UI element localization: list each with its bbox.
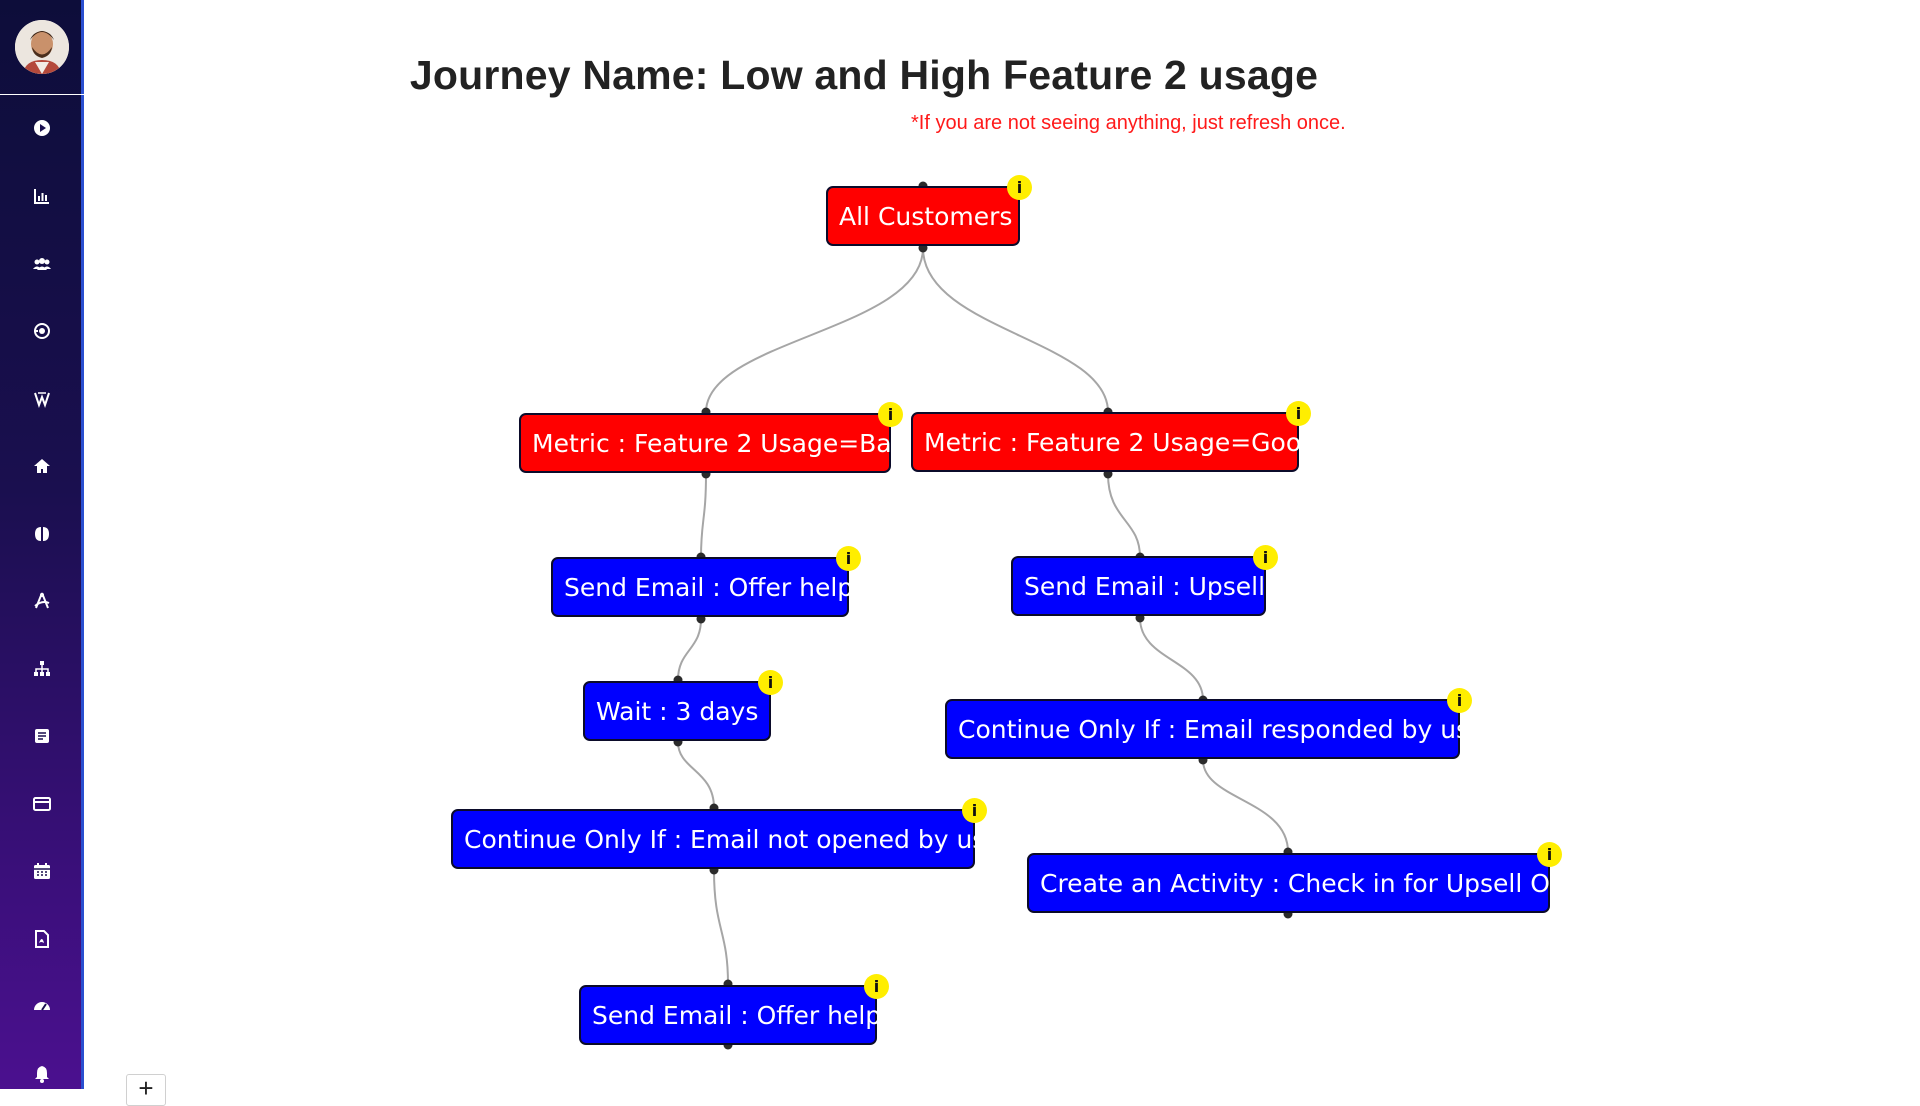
refresh-notice: *If you are not seeing anything, just re… xyxy=(911,112,1346,134)
node-create-activity-upsell[interactable]: Create an Activity : Check in for Upsell… xyxy=(1027,842,1590,913)
sidebar-item-play[interactable] xyxy=(0,108,84,148)
bell-icon xyxy=(35,1066,49,1083)
node-label: Send Email : Upsell xyxy=(1024,571,1266,601)
node-metric-usage-bad[interactable]: Metric : Feature 2 Usage=Bad i xyxy=(519,402,908,473)
sidebar xyxy=(0,0,84,1089)
sitemap-icon xyxy=(34,661,50,676)
sidebar-item-analytics[interactable] xyxy=(0,176,84,216)
info-icon[interactable]: i xyxy=(1253,545,1278,570)
sidebar-item-pdf[interactable] xyxy=(0,919,84,959)
edge-email-to-wait xyxy=(677,618,702,681)
sidebar-item-monitor[interactable] xyxy=(0,311,84,351)
eye-target-icon xyxy=(34,323,50,339)
info-icon[interactable]: i xyxy=(758,670,783,695)
info-icon[interactable]: i xyxy=(1286,401,1311,426)
sidebar-item-w[interactable] xyxy=(0,379,84,419)
sidebar-item-notifications[interactable] xyxy=(0,1054,84,1094)
browser-window-icon xyxy=(33,797,51,811)
node-continue-if-email-responded[interactable]: Continue Only If : Email responded by us… xyxy=(945,688,1495,759)
node-label: Wait : 3 days xyxy=(596,696,759,726)
sidebar-item-dashboard[interactable] xyxy=(0,986,84,1026)
node-metric-usage-good[interactable]: Metric : Feature 2 Usage=Good i xyxy=(911,401,1317,472)
sidebar-item-playbooks[interactable] xyxy=(0,581,84,621)
zoom-in-button[interactable]: + xyxy=(126,1074,166,1106)
info-icon[interactable]: i xyxy=(962,798,987,823)
sidebar-item-reports[interactable] xyxy=(0,716,84,756)
node-send-email-offer-help[interactable]: Send Email : Offer help i xyxy=(551,546,861,617)
node-label: Metric : Feature 2 Usage=Good xyxy=(924,427,1317,457)
node-wait-3-days[interactable]: Wait : 3 days i xyxy=(583,670,783,741)
gauge-icon xyxy=(34,1002,50,1011)
node-send-email-upsell[interactable]: Send Email : Upsell i xyxy=(1011,545,1278,616)
edge-all-to-good xyxy=(922,247,1109,413)
sidebar-item-insights[interactable] xyxy=(0,514,84,554)
sidebar-item-calendar[interactable] xyxy=(0,851,84,891)
info-icon[interactable]: i xyxy=(864,974,889,999)
edge-upsell-to-continue xyxy=(1139,617,1204,701)
node-continue-if-email-not-opened[interactable]: Continue Only If : Email not opened by u… xyxy=(451,798,1011,869)
page-title: Journey Name: Low and High Feature 2 usa… xyxy=(409,52,1319,98)
user-avatar-icon xyxy=(15,20,69,74)
calendar-icon xyxy=(34,863,50,879)
node-label: Metric : Feature 2 Usage=Bad xyxy=(532,428,908,458)
node-label: Continue Only If : Email responded by us… xyxy=(958,714,1495,744)
sidebar-item-customers[interactable] xyxy=(0,244,84,284)
node-all-customers[interactable]: All Customers i xyxy=(826,175,1032,246)
info-icon[interactable]: i xyxy=(1447,688,1472,713)
document-list-icon xyxy=(35,729,49,743)
users-group-icon xyxy=(33,258,51,270)
info-icon[interactable]: i xyxy=(1007,175,1032,200)
sidebar-item-home[interactable] xyxy=(0,446,84,486)
info-icon[interactable]: i xyxy=(1537,842,1562,867)
sidebar-item-window[interactable] xyxy=(0,784,84,824)
pdf-file-icon xyxy=(35,930,49,948)
node-label: Send Email : Offer help xyxy=(592,1000,882,1030)
node-label: Continue Only If : Email not opened by u… xyxy=(464,824,1011,854)
w-logo-icon xyxy=(34,392,50,408)
node-send-email-offer-help-followup[interactable]: Send Email : Offer help i xyxy=(579,974,889,1045)
info-icon[interactable]: i xyxy=(878,402,903,427)
edge-all-to-bad xyxy=(705,247,924,413)
info-icon[interactable]: i xyxy=(836,546,861,571)
edge-good-to-upsell xyxy=(1107,473,1141,558)
edge-continue-to-email xyxy=(713,869,729,985)
node-label: Send Email : Offer help xyxy=(564,572,854,602)
play-circle-icon xyxy=(34,120,50,136)
avatar-container xyxy=(0,0,84,95)
edge-bad-to-email xyxy=(700,473,707,558)
home-icon xyxy=(34,459,50,473)
brain-icon xyxy=(35,527,49,541)
edge-wait-to-continue xyxy=(677,741,715,809)
bar-chart-icon xyxy=(34,189,49,204)
node-label: All Customers xyxy=(839,201,1013,231)
compass-draft-icon xyxy=(34,592,50,609)
edge-continue-to-activity xyxy=(1202,759,1289,853)
node-label: Create an Activity : Check in for Upsell… xyxy=(1040,868,1590,898)
avatar[interactable] xyxy=(15,20,69,74)
sidebar-item-hierarchy[interactable] xyxy=(0,649,84,689)
